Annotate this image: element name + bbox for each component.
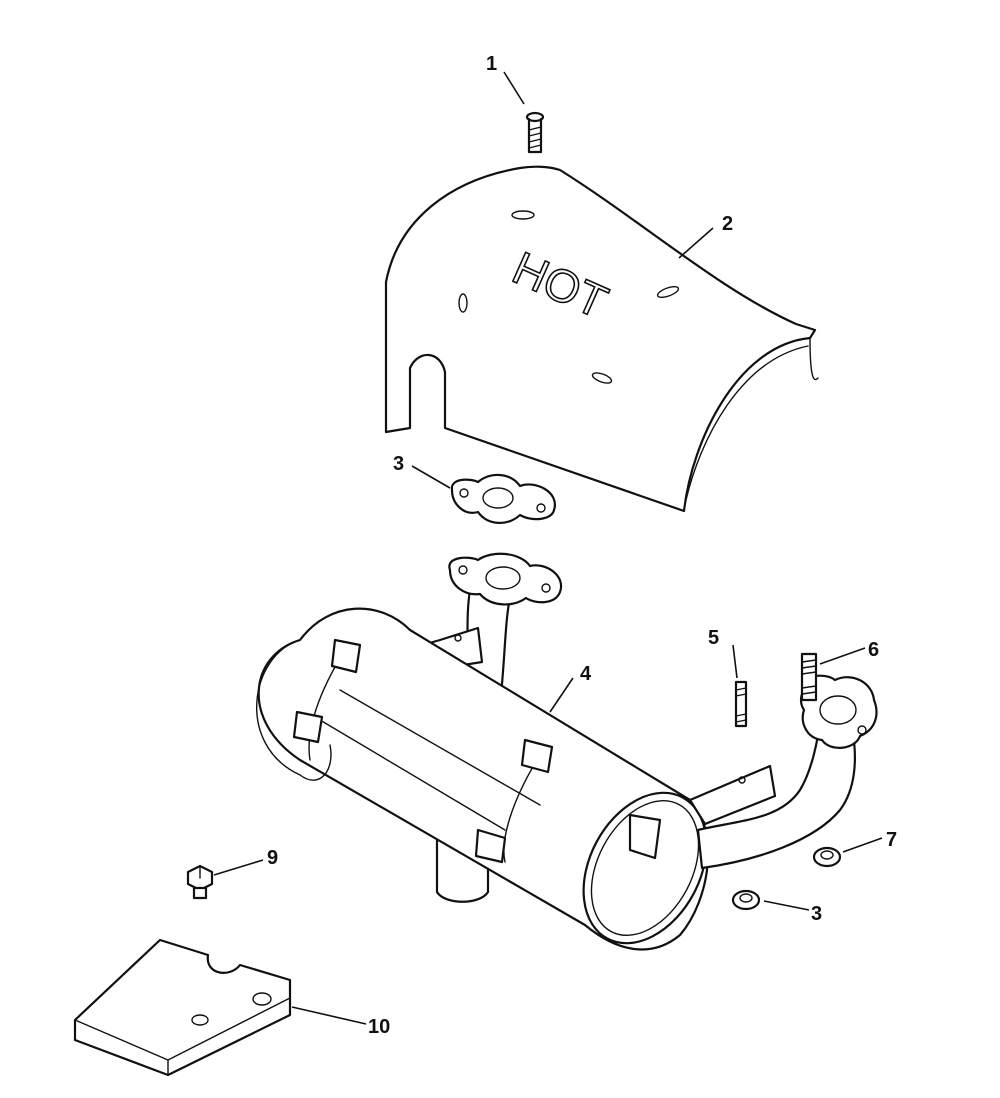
callout-labels: 1 2 3 4 5 6 7 3 9 10 [267, 53, 897, 1038]
callout-5: 5 [708, 627, 719, 649]
part-2-heat-shield: HOT [384, 165, 819, 513]
callout-7: 7 [886, 829, 897, 851]
part-7-nut [812, 846, 842, 868]
callout-3a: 3 [393, 453, 404, 475]
part-10-plate [73, 938, 292, 1077]
part-4-muffler [255, 552, 878, 951]
part-3-gasket [450, 473, 556, 524]
leader-lines [213, 71, 883, 1025]
callout-6: 6 [868, 639, 879, 661]
part-5-stud [734, 680, 748, 728]
callout-1: 1 [486, 53, 497, 75]
callout-4: 4 [580, 663, 592, 685]
part-6-stud [800, 652, 818, 702]
part-1-screw [525, 111, 545, 154]
callout-9: 9 [267, 847, 278, 869]
callout-2: 2 [722, 213, 733, 235]
part-3-nut [731, 889, 761, 911]
callout-3b: 3 [811, 903, 822, 925]
part-9-plug [186, 864, 214, 900]
callout-10: 10 [368, 1016, 390, 1038]
